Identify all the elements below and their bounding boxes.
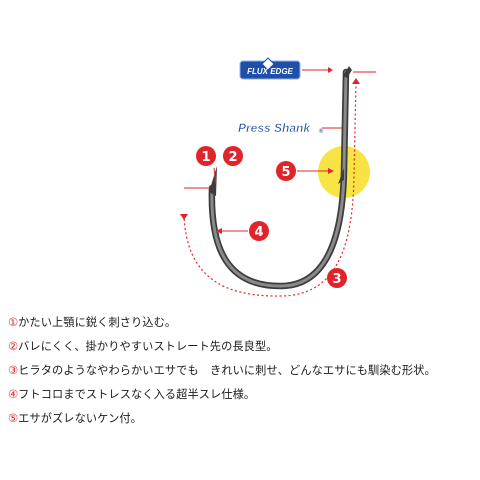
feature-item-2: ②バレにくく、掛かりやすいストレート先の長良型。 <box>8 340 278 353</box>
edge-diamond-icon <box>261 57 275 71</box>
press-shank-registered-mark: ® <box>318 128 324 135</box>
svg-text:3: 3 <box>332 272 341 287</box>
svg-text:1: 1 <box>201 150 210 165</box>
svg-text:2: 2 <box>228 150 237 165</box>
marker-2: 2 <box>223 146 243 166</box>
flux-edge-label: FLUX EDGE <box>247 67 293 76</box>
marker-1: 1 <box>196 146 216 166</box>
marker-4: 4 <box>249 221 269 241</box>
flux-edge-arrow-icon <box>328 67 333 73</box>
feature-item-4: ④フトコロまでストレスなく入る超半スレ仕様。 <box>8 388 256 401</box>
flux-edge-badge: FLUX EDGE <box>239 57 301 80</box>
marker-5: 5 <box>276 161 296 181</box>
length-bottom-arrow-icon <box>180 214 188 220</box>
feature-list: ①かたい上顎に鋭く刺さり込む。 ②バレにくく、掛かりやすいストレート先の長良型。… <box>8 311 474 431</box>
shank-barb <box>338 168 344 184</box>
feature-item-5: ⑤エサがズレないケン付。 <box>8 412 142 425</box>
marker-5-arrow-icon <box>328 168 334 174</box>
hook-illustration: FLUX EDGE Press Shank ® <box>180 57 376 297</box>
marker-3: 3 <box>327 268 347 288</box>
marker-4-arrow-icon <box>216 228 222 234</box>
hook-eye <box>343 66 352 78</box>
press-shank-label: Press Shank <box>238 121 311 135</box>
hook-body <box>208 66 352 290</box>
press-shank-badge: Press Shank ® <box>238 121 324 136</box>
feature-item-1: ①かたい上顎に鋭く刺さり込む。 <box>8 316 177 329</box>
svg-text:4: 4 <box>254 225 263 240</box>
svg-text:5: 5 <box>281 165 290 180</box>
length-top-arrow-icon <box>352 78 360 84</box>
marker-1-2-leader <box>213 167 217 185</box>
feature-item-3: ③ヒラタのようなやわらかいエサでも きれいに刺せ、どんなエサにも馴染む形状。 <box>8 364 436 377</box>
